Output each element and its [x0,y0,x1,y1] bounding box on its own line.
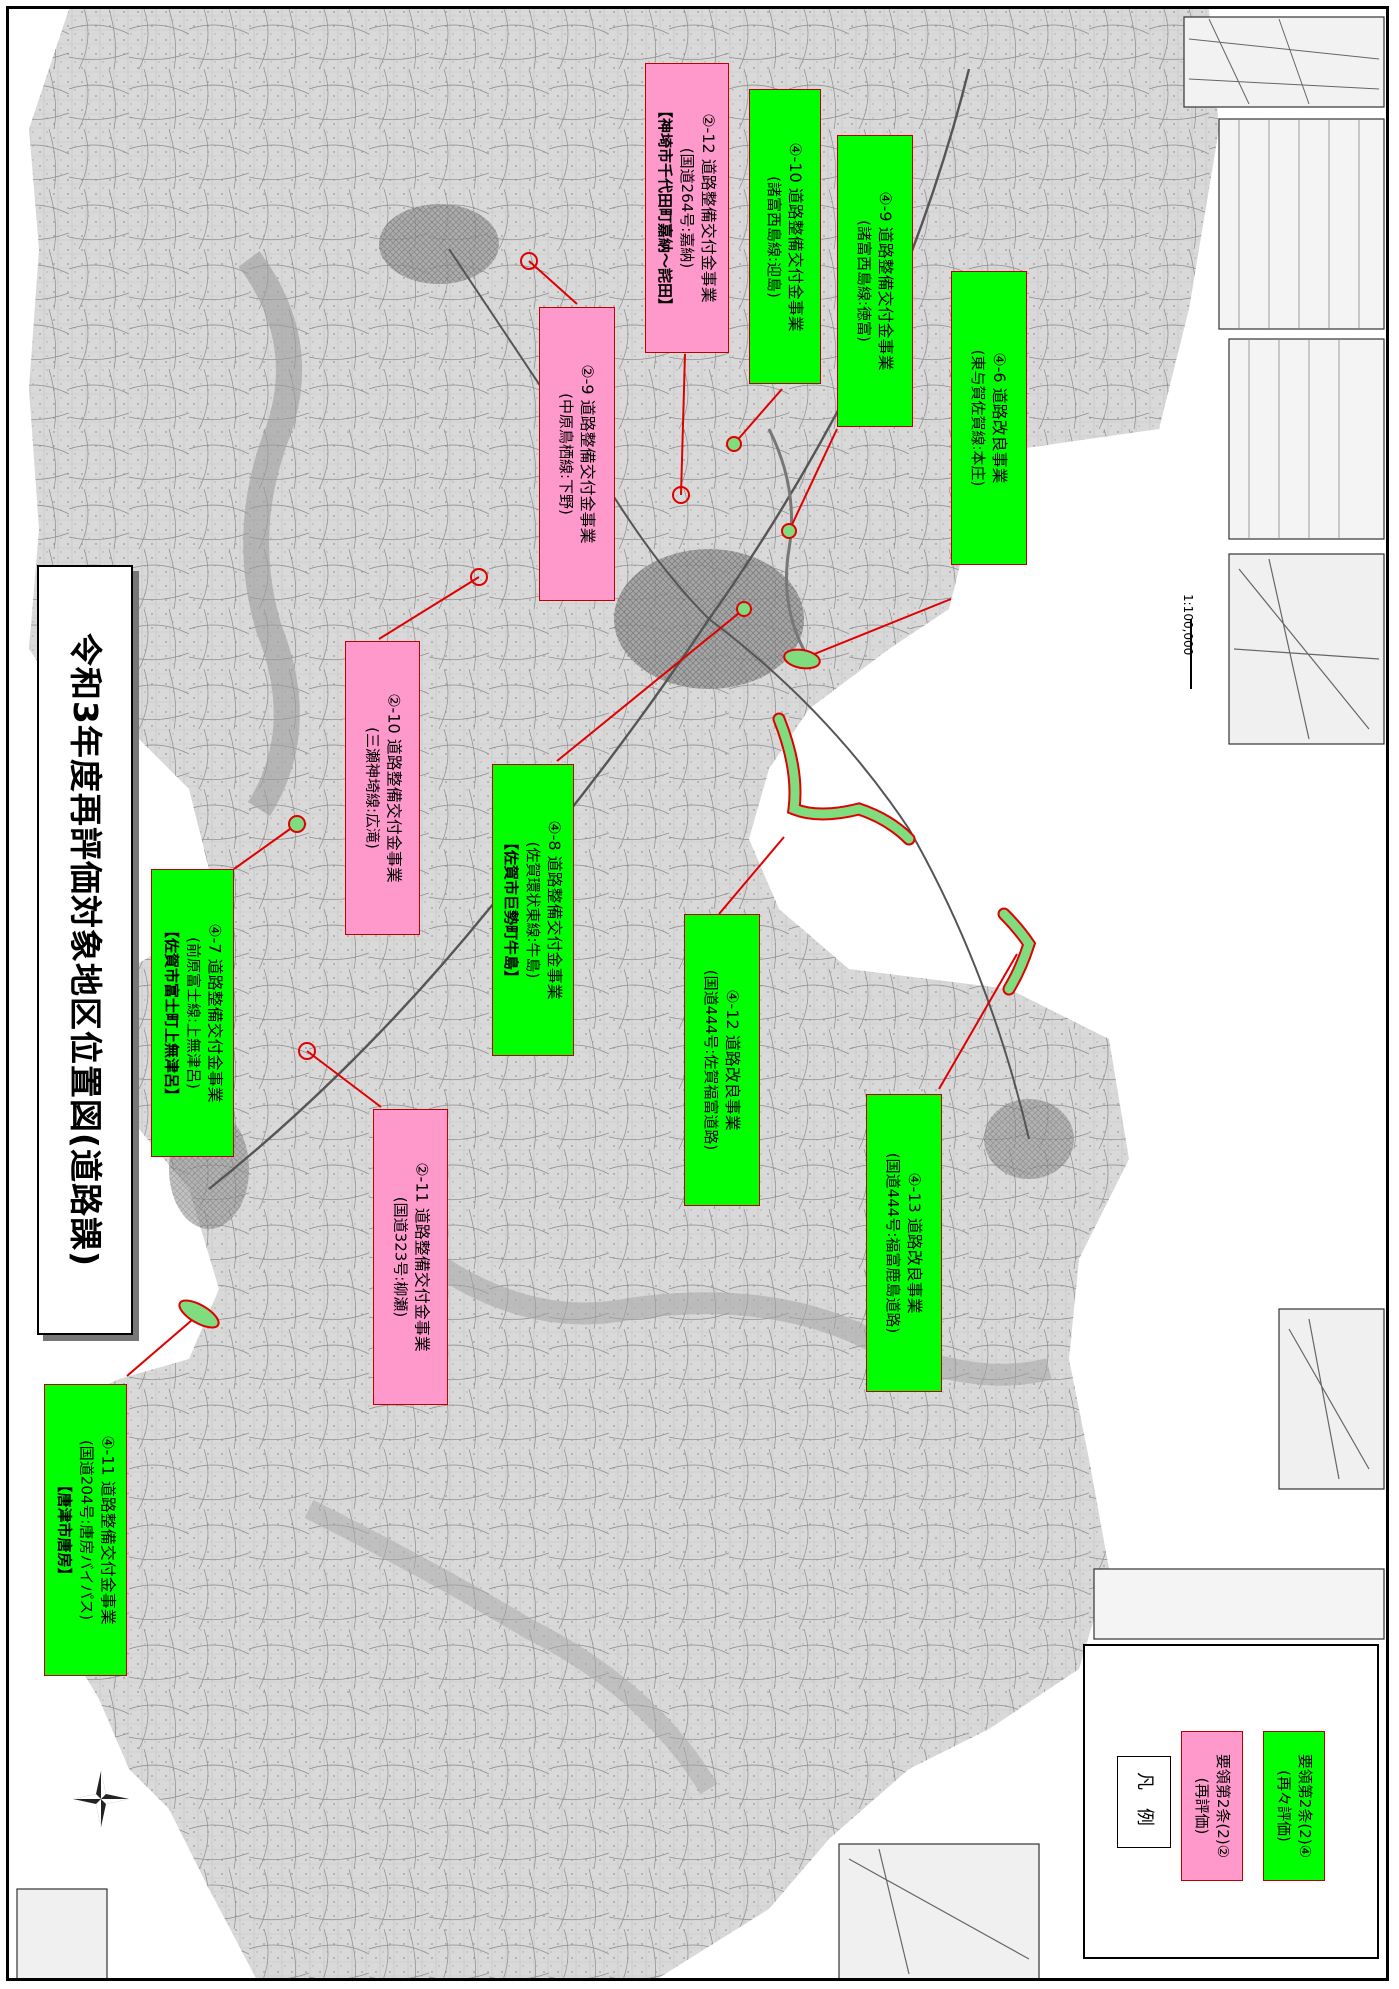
project-box-4-7[interactable]: ④-7 道路整備交付金事業 (前原富士線:上無津呂) 【佐賀市富士町上無津呂】 [151,869,234,1157]
project-box-4-13[interactable]: ④-13 道路改良事業 (国道444号:福富鹿島道路) [866,1094,942,1392]
marker-4-9 [781,523,797,539]
inset-map-lower [1278,1308,1385,1490]
marker-2-9 [520,252,538,270]
project-box-4-8[interactable]: ④-8 道路整備交付金事業 (佐賀環状東線:牛島) 【佐賀市巨勢町牛島】 [492,764,574,1056]
leader-line-2-9 [528,260,578,305]
leader-line-4-13 [938,953,1018,1090]
project-route: (諸富西島線:徳富) [855,220,874,342]
legend-item-label: 要領第2条(2)④ [1296,1753,1314,1859]
project-location: 【神埼市千代田町嘉納〜詫田】 [656,102,675,313]
leader-lines [126,260,1018,1377]
marker-4-7 [288,815,306,833]
project-box-2-12[interactable]: ②-12 道路整備交付金事業 (国道264号:嘉納) 【神埼市千代田町嘉納〜詫田… [645,63,729,353]
project-location: 【佐賀市富士町上無津呂】 [161,922,180,1103]
scale-text: 1:100,000 [1181,594,1195,655]
leader-line-4-8 [556,608,745,762]
project-box-4-9[interactable]: ④-9 道路整備交付金事業 (諸富西島線:徳富) [837,135,913,427]
project-route: (中原鳥栖線:下野) [557,393,576,515]
marker-2-12 [672,486,690,504]
road-network [29,9,1219,1978]
leader-line-4-7 [233,823,298,870]
inset-map-top-left [16,1888,108,1978]
segment-4-6 [783,648,821,670]
project-segments [178,648,821,1329]
leader-line-4-9 [788,428,838,532]
project-name: ④-10 道路整備交付金事業 [786,141,806,332]
project-route: (前原富士線:上無津呂) [183,937,202,1089]
project-location: 【唐津市唐房】 [54,1477,73,1583]
leader-line-4-11 [126,1313,200,1377]
project-route: (三瀬神埼線:広滝) [362,727,381,849]
marker-2-11 [298,1042,316,1060]
project-route: (国道444号:福富鹿島道路) [884,1152,903,1334]
project-route: (国道444号:佐賀福富道路) [702,969,721,1151]
inset-map-mid [1228,553,1385,745]
project-name: ②-9 道路整備交付金事業 [578,364,598,544]
legend-box: 凡 例 要領第2条(2)② (再評価) 要領第2条(2)④ (再々評価) [1083,1644,1379,1959]
legend-title: 凡 例 [1134,1772,1156,1832]
project-name: ④-13 道路改良事業 [905,1172,925,1314]
marker-4-10 [726,436,742,452]
page-title: 令和3年度再評価対象地区位置図(道路課) [65,632,105,1268]
project-name: ④-9 道路整備交付金事業 [876,191,896,371]
project-route: (国道204号:唐房バイパス) [76,1439,95,1621]
project-route: (国道264号:嘉納) [678,147,697,269]
project-name: ④-7 道路整備交付金事業 [204,923,224,1103]
major-road [708,618,1030,1140]
project-box-2-11[interactable]: ②-11 道路整備交付金事業 (国道323号:柳瀬) [373,1109,448,1405]
project-route: (諸富西島線:迎島) [765,175,784,298]
project-box-2-10[interactable]: ②-10 道路整備交付金事業 (三瀬神埼線:広滝) [345,641,420,935]
project-box-4-10[interactable]: ④-10 道路整備交付金事業 (諸富西島線:迎島) [749,89,821,384]
inset-legend-table [1218,118,1385,330]
river [767,428,811,660]
project-route: (国道323号:柳瀬) [390,1196,409,1318]
mountain-ridge [422,1249,1052,1386]
legend-item-reevaluation: 要領第2条(2)② (再評価) [1181,1731,1243,1881]
project-name: ④-6 道路改良事業 [990,352,1010,484]
leader-line-4-6 [801,598,952,660]
project-name: ②-10 道路整備交付金事業 [383,693,403,883]
compass-rose-icon [73,1771,129,1827]
inset-table-3 [1093,1568,1385,1640]
mountain-ridge [238,251,302,816]
project-name: ④-8 道路整備交付金事業 [545,820,565,1000]
leader-line-2-11 [306,1050,382,1108]
leader-line-2-10 [378,576,480,640]
marker-2-10 [470,568,488,586]
inset-table-2 [1228,338,1385,540]
project-name: ④-11 道路整備交付金事業 [97,1435,117,1625]
inset-map-bottom [838,1843,1040,1978]
project-route: (佐賀環状東線:牛島) [524,841,543,979]
mountain-ridge [304,1500,718,1795]
project-name: ②-12 道路整備交付金事業 [699,113,719,303]
legend-item-sublabel: (再評価) [1193,1777,1211,1835]
leader-line-2-12 [680,353,686,496]
project-name: ②-11 道路整備交付金事業 [411,1162,431,1352]
project-box-4-11[interactable]: ④-11 道路整備交付金事業 (国道204号:唐房バイパス) 【唐津市唐房】 [44,1384,127,1676]
project-box-2-9[interactable]: ②-9 道路整備交付金事業 (中原鳥栖線:下野) [539,307,615,601]
leader-line-4-10 [733,388,783,445]
map-frame: 1:100,000 [6,6,1389,1981]
leader-line-4-12 [718,836,785,915]
project-markers [288,252,797,1060]
map-title-box: 令和3年度再評価対象地区位置図(道路課) [37,565,133,1335]
urban-area-tosu [379,204,499,284]
project-location: 【佐賀市巨勢町牛島】 [502,834,521,985]
legend-item-re-reevaluation: 要領第2条(2)④ (再々評価) [1263,1731,1325,1881]
legend-title-box: 凡 例 [1117,1756,1171,1848]
legend-item-sublabel: (再々評価) [1275,1770,1293,1842]
project-name: ④-12 道路改良事業 [723,989,743,1131]
legend-item-label: 要領第2条(2)② [1214,1753,1232,1859]
project-box-4-12[interactable]: ④-12 道路改良事業 (国道444号:佐賀福富道路) [684,914,760,1206]
marker-4-8 [736,601,752,617]
project-box-4-6[interactable]: ④-6 道路改良事業 (東与賀佐賀線:本庄) [951,271,1027,565]
project-route: (東与賀佐賀線:本庄) [969,349,988,487]
segment-4-11 [178,1299,220,1329]
